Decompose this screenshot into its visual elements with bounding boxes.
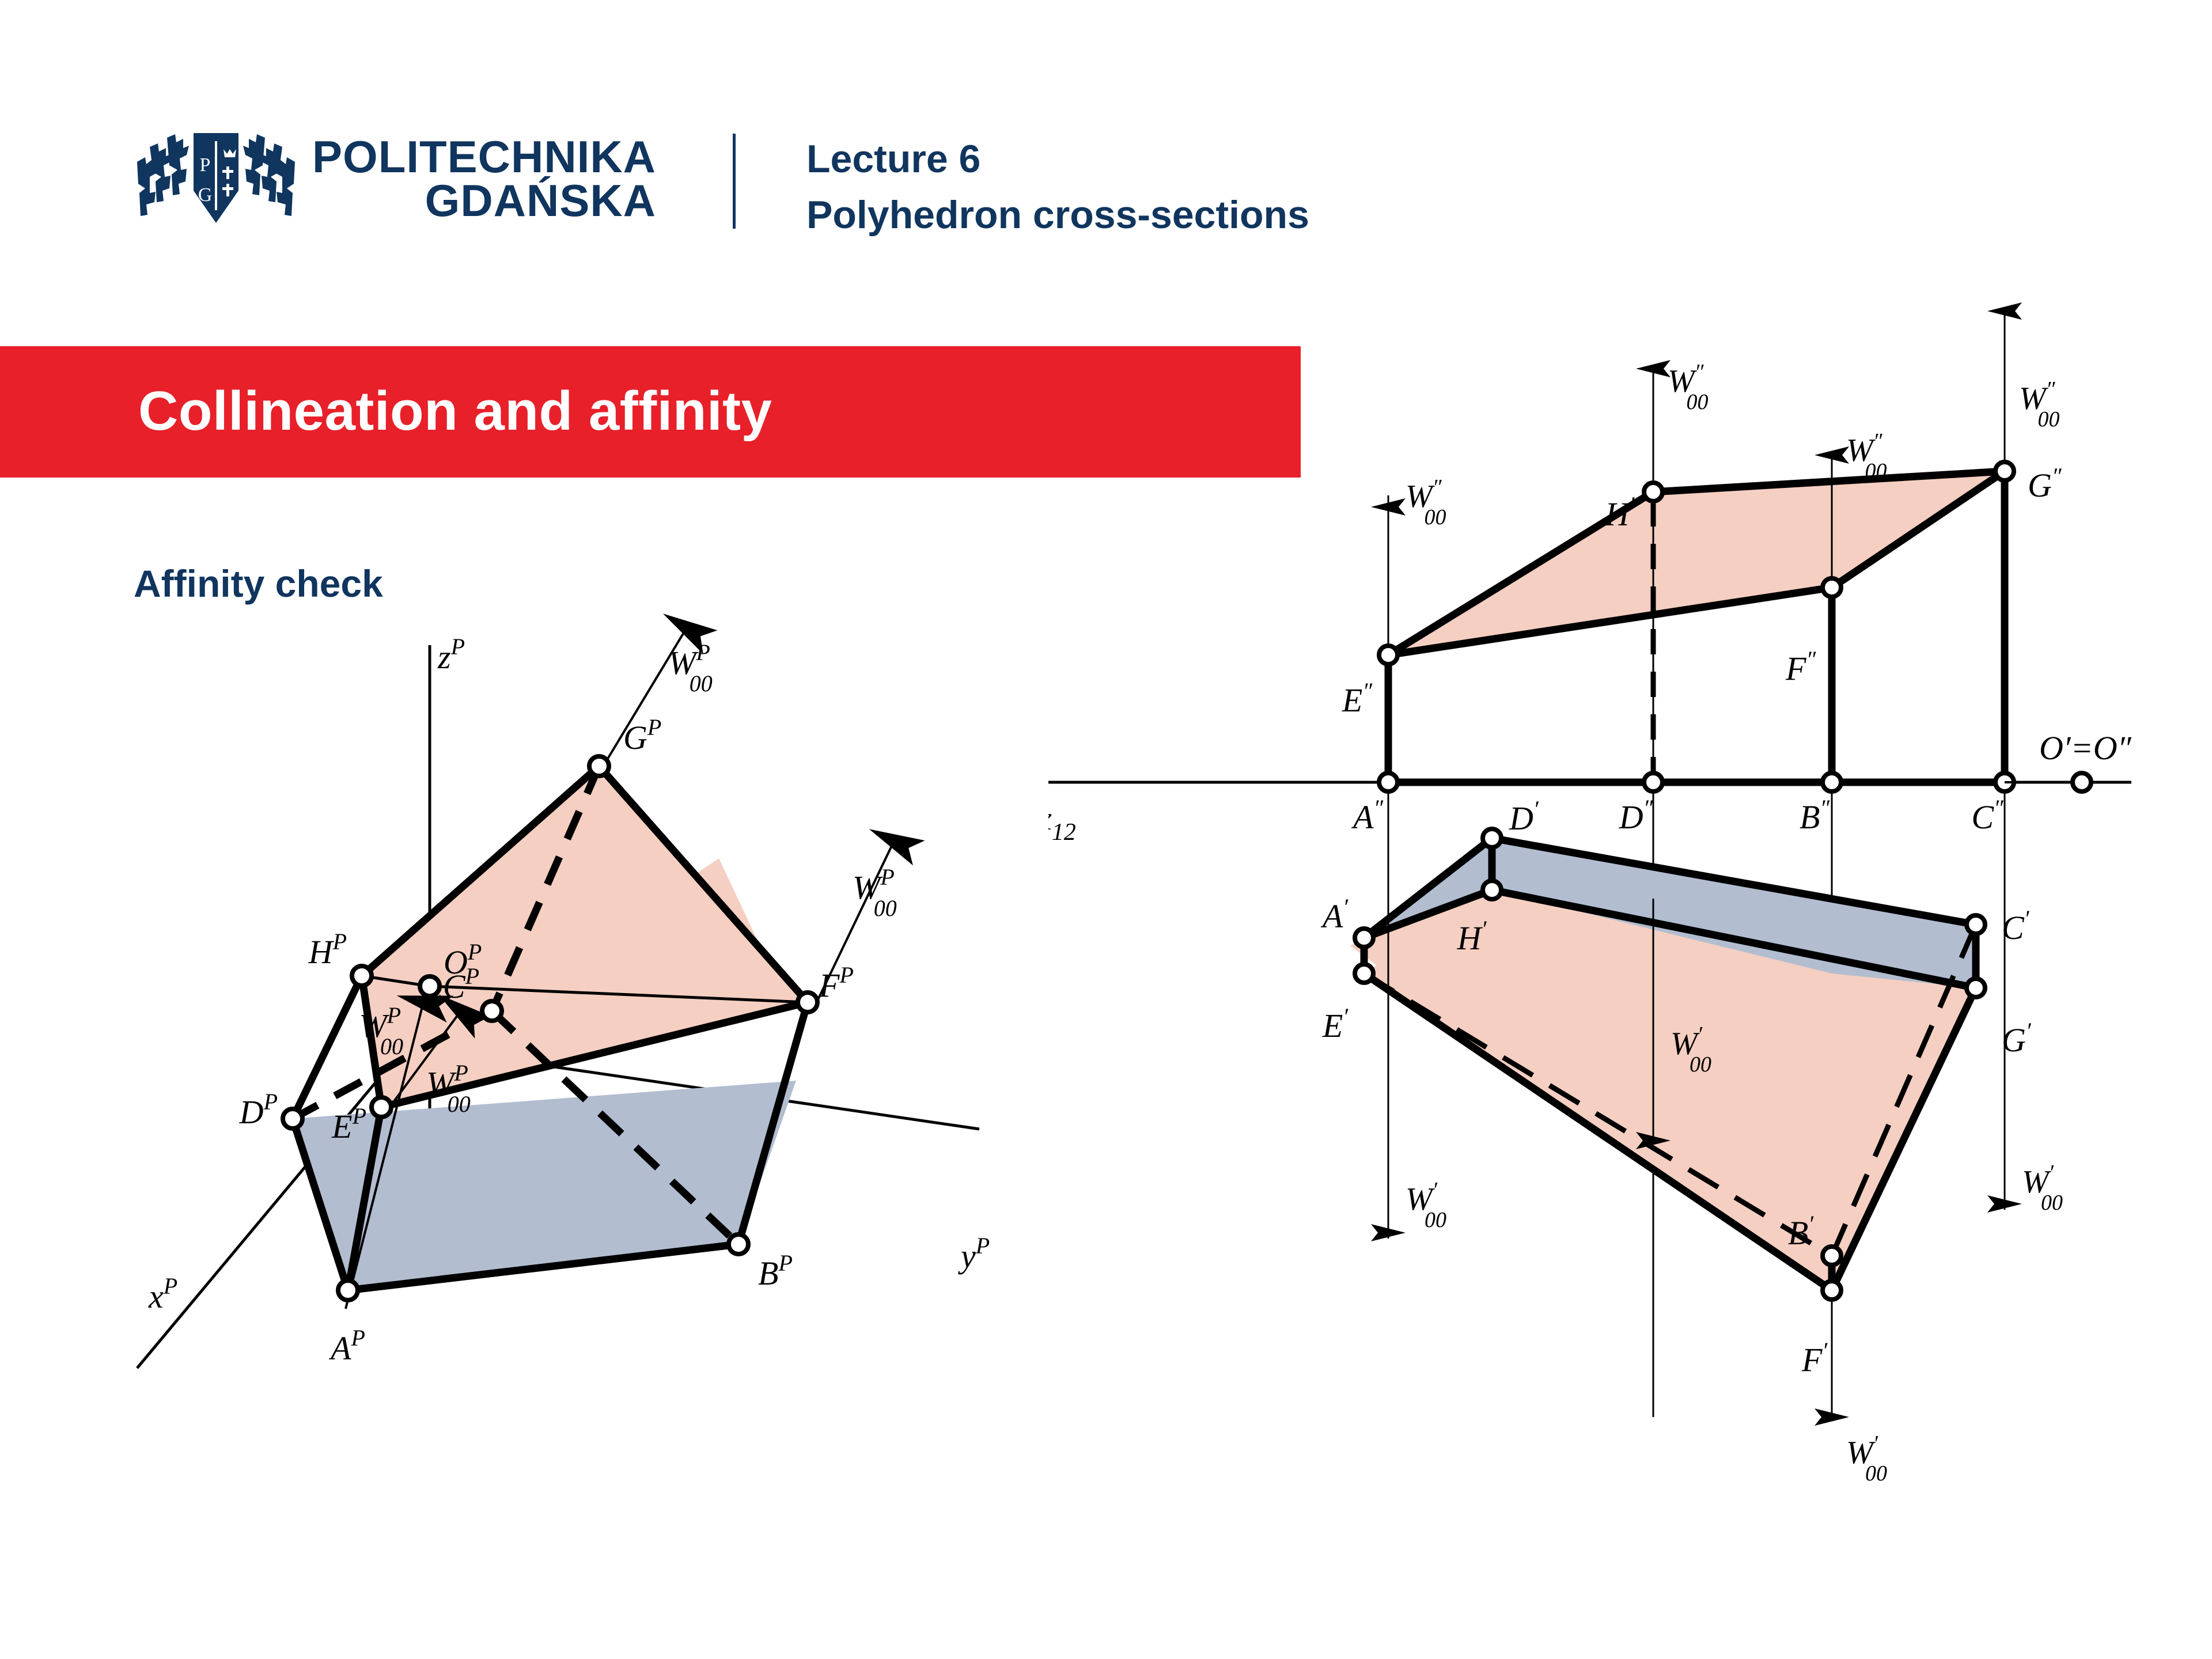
ray-label-f1: W′00 (1846, 1431, 1887, 1486)
axonometric-view: zP zP xP yP GP HP OP CP FP DP BP EP AP (139, 632, 991, 1372)
logo-line-2: GDAŃSKA (425, 175, 656, 226)
label-D2: D″ (1619, 795, 1654, 836)
label-C: CP (495, 960, 531, 999)
vertex-H-marker (274, 961, 296, 983)
vertex-markers-plan (1353, 827, 1987, 1302)
elevation-section-fill (1388, 471, 2005, 655)
vertex-D2-marker (1642, 771, 1665, 794)
vertex-B1-marker (1820, 1244, 1843, 1267)
vertex-E-marker (281, 1076, 303, 1098)
label-G1: G′ (2002, 1018, 2032, 1059)
ray-label-a2: W″00 (1406, 475, 1446, 529)
vertex-O-origin-marker (2070, 771, 2093, 794)
plan-section-fill (1364, 890, 1976, 1290)
orthographic-labels: x12 A″ D″ B″ C″ E″ H″ F″ G″ O′=O″ D′ H′ … (1036, 463, 2132, 1378)
axis-label-y: yP (962, 1237, 991, 1274)
lecture-topic: Polyhedron cross-sections (806, 192, 1309, 237)
plan-hidden-edges (1362, 923, 1979, 1258)
label-D1: D′ (1509, 796, 1539, 837)
plan-affinity-rays (1371, 795, 2022, 1426)
label-A: AP (329, 1155, 365, 1194)
vertex-A1-marker (1353, 926, 1376, 949)
page-title: Collineation and affinity (138, 380, 772, 442)
ray-label-b2: W″00 (1846, 429, 1887, 483)
vertex-G2-marker (1993, 460, 2016, 483)
vertex-E1-marker (1353, 962, 1376, 985)
axis-label-z: zP (428, 632, 453, 669)
vertex-F1-marker (1820, 1279, 1843, 1302)
section-subtitle: Affinity check (134, 562, 383, 605)
label-C1: C′ (2002, 906, 2030, 946)
vertex-markers-elevation (1377, 460, 2016, 794)
ray-label-d2: W″00 (1668, 360, 1708, 414)
ray-label-c1: W′00 (2022, 1161, 2063, 1215)
vertex-B-marker (426, 1060, 448, 1082)
ray-label-a1: W′00 (1406, 1178, 1446, 1232)
vertex-O-marker (295, 965, 317, 987)
label-B1: B′ (1788, 1211, 1814, 1252)
vertex-A-marker (269, 1120, 291, 1142)
label-F2: F″ (1785, 646, 1816, 687)
vertex-H2-marker (1642, 480, 1665, 503)
vertex-F2-marker (1820, 576, 1843, 599)
elevation-affinity-rays (1371, 302, 2022, 772)
label-A1: A′ (1320, 894, 1349, 935)
vertex-G-marker (376, 878, 397, 900)
pg-crest-icon: P G (137, 133, 295, 223)
vertex-B2-marker (1820, 771, 1843, 794)
logo-line-1: POLITECHNIKA (312, 131, 656, 182)
svg-text:P: P (200, 154, 211, 176)
svg-text:G: G (198, 184, 213, 206)
label-B2: B″ (1800, 795, 1830, 836)
label-C2: C″ (1971, 795, 2004, 836)
vertex-D1-marker (1480, 827, 1503, 850)
label-H2: H″ (1604, 492, 1639, 533)
label-x12: x12 (1036, 800, 1076, 846)
vertex-D-marker (245, 1049, 267, 1071)
university-logo: P G POLITECHNIKA GDAŃSKA (132, 124, 656, 233)
label-B: BP (760, 1077, 793, 1116)
plan-view (1353, 795, 2022, 1426)
vertex-F-marker (442, 1001, 464, 1022)
vertex-H1-marker (1480, 878, 1503, 902)
vertex-G1-marker (1964, 976, 1987, 999)
label-F1: F′ (1801, 1338, 1828, 1378)
slide-header: P G POLITECHNIKA GDAŃSKA Lecture 6 Polyh… (0, 0, 2212, 276)
axis-label-x: xP (148, 1260, 175, 1297)
label-G2: G″ (2028, 463, 2062, 504)
label-F: FP (805, 973, 839, 1012)
ray-label-c2: W″00 (2019, 377, 2059, 431)
label-origin: O′=O″ (2039, 729, 2132, 767)
label-O: OP (426, 928, 463, 967)
label-H1: H′ (1457, 916, 1487, 957)
vertex-C1-marker (1964, 913, 1987, 936)
plan-roof-fill (1364, 838, 1976, 988)
university-name: POLITECHNIKA GDAŃSKA (312, 131, 656, 226)
vertex-A2-marker (1377, 771, 1400, 794)
ray-g (407, 798, 469, 888)
axis-y (403, 1036, 991, 1124)
label-A2: A″ (1351, 795, 1384, 836)
header-divider (733, 134, 736, 229)
label-E1: E′ (1322, 1003, 1349, 1044)
label-E2: E″ (1342, 678, 1373, 719)
lecture-number: Lecture 6 (806, 137, 981, 181)
vertex-E2-marker (1377, 643, 1400, 666)
orthographic-view: x12 A″ D″ B″ C″ E″ H″ F″ G″ O′=O″ D′ H′ … (1031, 302, 2132, 1426)
label-G: GP (621, 878, 658, 918)
lecture-info: Lecture 6 Polyhedron cross-sections (806, 131, 1309, 243)
slide-title-bar: Collineation and affinity (0, 346, 1301, 478)
ray-label-d1: W′00 (1671, 1022, 1711, 1077)
